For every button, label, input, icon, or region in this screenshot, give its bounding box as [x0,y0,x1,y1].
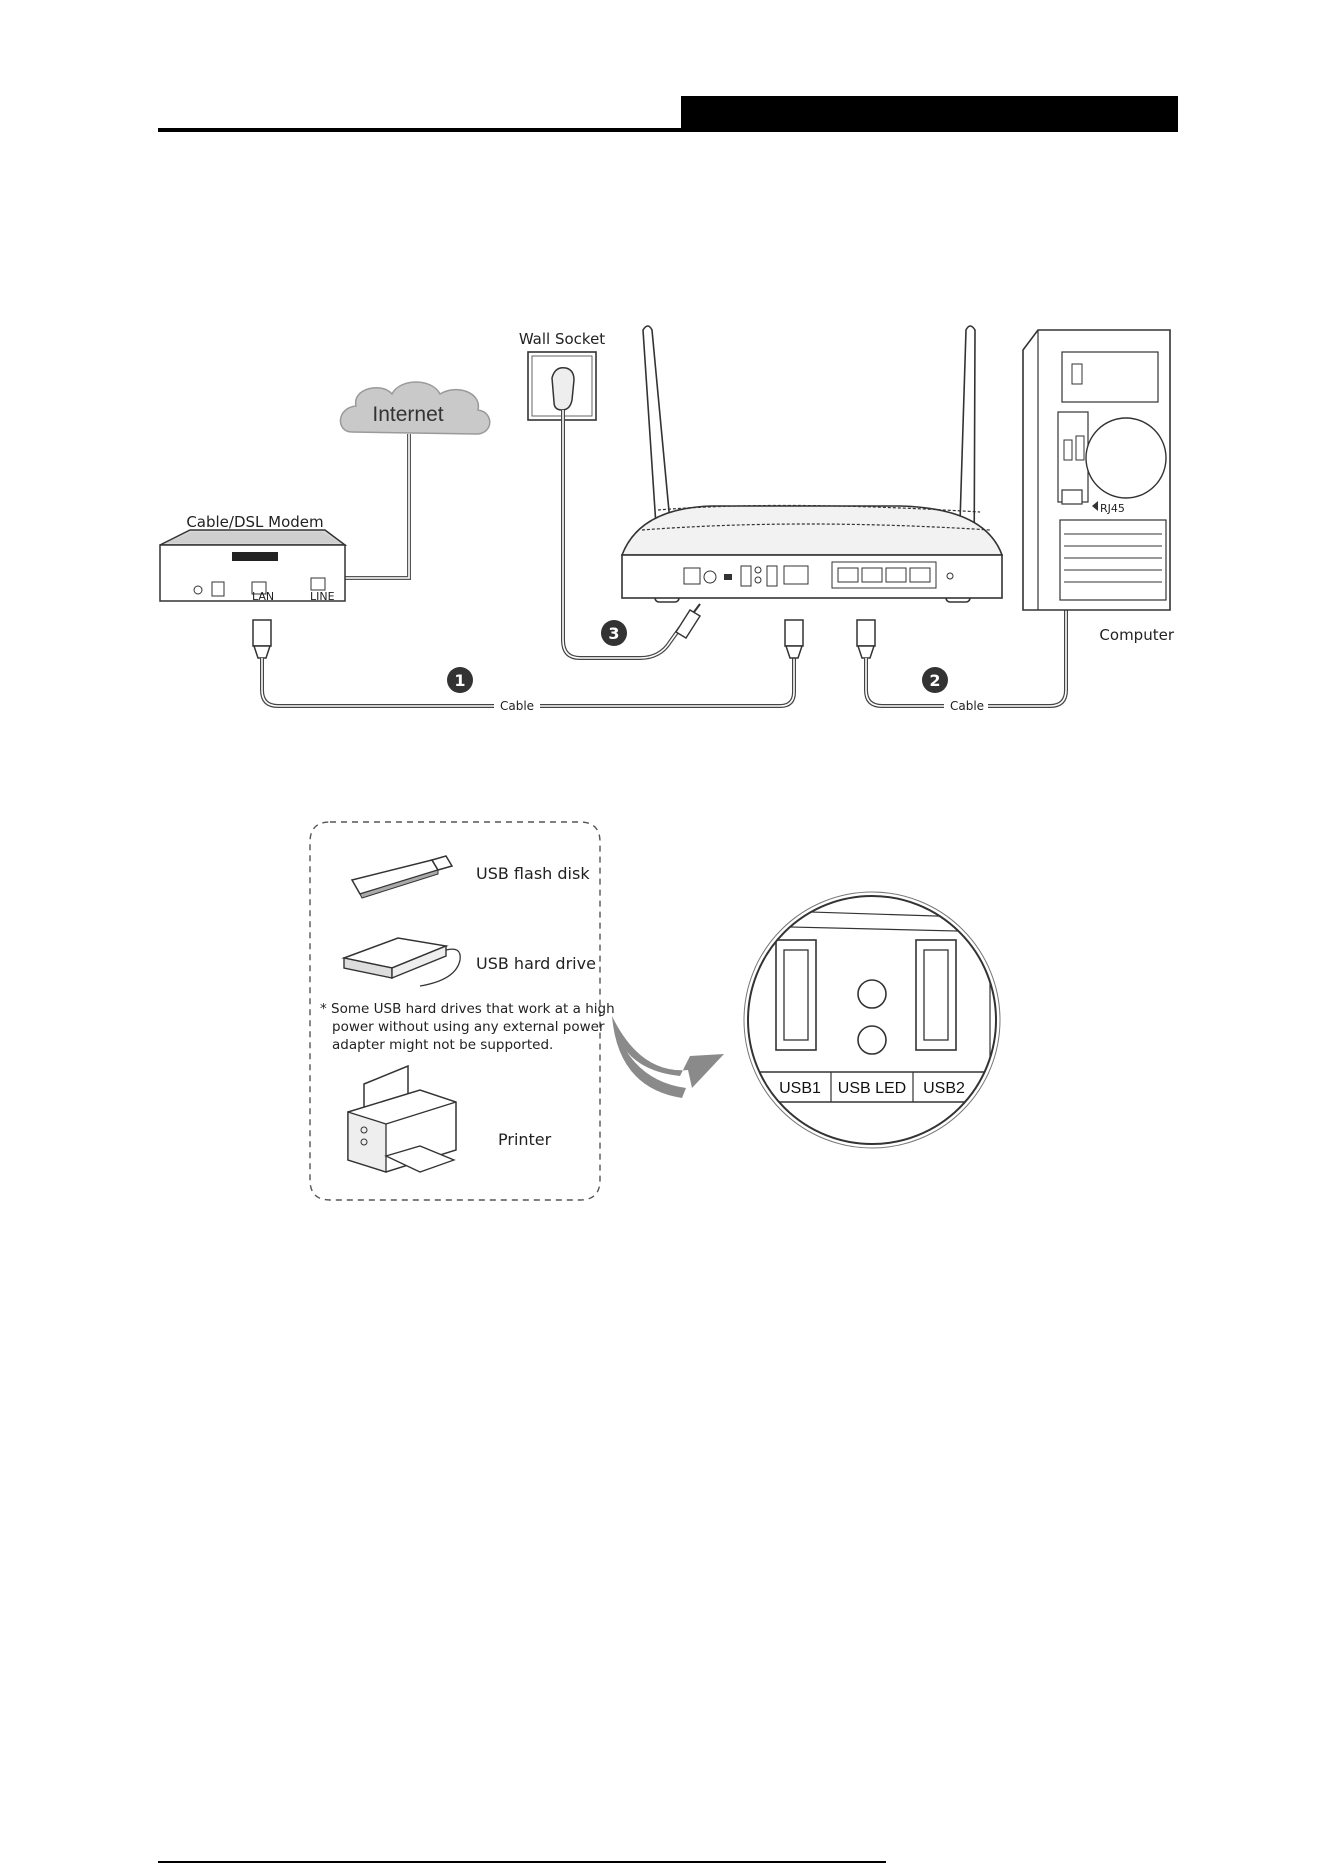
step-badge-1: 1 [447,667,473,693]
cable-1-label: Cable [500,699,534,713]
step-badge-3: 3 [601,620,627,646]
internet-cable [340,434,409,578]
usb-flash-disk-label: USB flash disk [476,864,590,883]
computer-label: Computer [1099,626,1174,644]
wall-socket-label: Wall Socket [519,330,605,348]
usb-hard-drive-icon [344,938,460,986]
usb-led-label: USB LED [838,1080,906,1097]
svg-text:1: 1 [454,671,465,690]
cable-2-label: Cable [950,699,984,713]
modem-device: Cable/DSL Modem LAN LINE [160,513,345,603]
internet-cloud: Internet [340,382,489,434]
internet-label: Internet [372,403,443,426]
printer-icon [348,1066,456,1172]
svg-text:3: 3 [608,624,619,643]
usb-note-line2: power without using any external power [332,1019,605,1035]
usb-note-line3: adapter might not be supported. [332,1037,553,1053]
cable-1: Cable [253,620,803,713]
router-device [622,326,1002,602]
modem-label: Cable/DSL Modem [186,513,323,531]
usb-hard-drive-label: USB hard drive [476,954,596,973]
usb2-label: USB2 [923,1080,965,1097]
computer-tower: RJ45 Computer [1023,330,1175,644]
usb-flash-disk-icon [352,856,452,898]
svg-text:2: 2 [929,671,940,690]
usb1-label: USB1 [779,1080,821,1097]
step-badge-2: 2 [922,667,948,693]
usb-ports-zoom: USB1 USB LED USB2 [744,892,1000,1148]
curved-arrow-icon [612,1016,724,1098]
wall-socket: Wall Socket [519,330,605,420]
rj45-label: RJ45 [1100,502,1125,515]
usb-devices-panel: USB flash disk USB hard drive * Some USB… [310,822,615,1200]
usb-note-line1: * Some USB hard drives that work at a hi… [320,1001,615,1017]
printer-label: Printer [498,1130,552,1149]
modem-line-label: LINE [310,590,335,603]
modem-lan-label: LAN [252,590,274,603]
